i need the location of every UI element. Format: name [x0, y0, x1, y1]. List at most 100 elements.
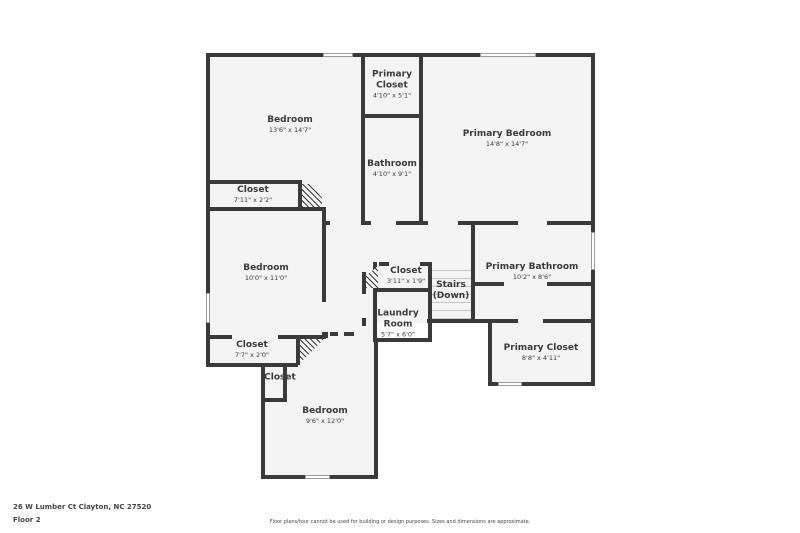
- wall: [206, 363, 298, 367]
- wall: [543, 319, 595, 323]
- wall: [206, 335, 232, 339]
- room-name: Closet: [236, 340, 268, 350]
- floor-fill-mid: [208, 223, 593, 323]
- window: [498, 382, 522, 386]
- room-name: Closet: [390, 266, 422, 276]
- room-dimensions: 10'2" x 8'6": [512, 273, 552, 281]
- room-dimensions: 4'10" x 9'1": [372, 170, 412, 178]
- stairs: [432, 263, 471, 319]
- wall: [547, 282, 595, 286]
- wall: [298, 180, 302, 210]
- room-dimensions: 4'10" x 5'1": [372, 91, 412, 100]
- wall: [261, 363, 265, 479]
- room-name: Bedroom: [302, 406, 348, 416]
- wall: [420, 262, 432, 266]
- room-dimensions: 14'8" x 14'7": [485, 140, 529, 148]
- wall: [591, 53, 595, 223]
- wall: [261, 398, 287, 402]
- wall: [344, 332, 354, 336]
- wall: [488, 382, 595, 386]
- wall: [396, 221, 428, 225]
- window: [323, 53, 353, 57]
- wall: [428, 262, 432, 342]
- wall: [361, 221, 371, 225]
- room-label-bedroom-1: Bedroom 13'6" x 14'7": [267, 115, 313, 135]
- room-dimensions: 13'6" x 14'7": [268, 126, 312, 134]
- room-dimensions: 5'7" x 6'0": [380, 330, 416, 339]
- wall: [322, 332, 328, 338]
- room-label-primary-closet-small: Primary Closet 4'10" x 5'1": [372, 70, 412, 101]
- room-dimensions: 9'6" x 12'0": [305, 417, 345, 425]
- room-name-line-1: Primary: [372, 69, 412, 80]
- room-label-primary-bedroom: Primary Bedroom 14'8" x 14'7": [463, 129, 552, 149]
- room-dimensions: 7'7" x 2'0": [234, 351, 270, 359]
- room-name: Primary Bathroom: [485, 262, 579, 272]
- room-dimensions: 10'0" x 11'0": [244, 274, 288, 282]
- wall: [296, 335, 300, 365]
- room-label-closet-laundry: Closet 3'11" x 1'9": [387, 266, 425, 286]
- room-label-stairs: Stairs (Down): [433, 280, 470, 302]
- wall: [206, 180, 300, 184]
- room-name-line-2: (Down): [432, 291, 470, 301]
- floor-fill-bedroom3: [263, 365, 376, 477]
- room-name: Closet: [264, 372, 296, 383]
- room-name: Bedroom: [243, 263, 289, 273]
- room-label-closet-1: Closet 7'11" x 2'2": [234, 185, 272, 205]
- wall: [374, 338, 378, 364]
- room-label-closet-2: Closet 7'7" x 2'0": [235, 340, 269, 360]
- wall: [206, 207, 326, 211]
- floor-fill-primary-closet: [490, 323, 593, 384]
- wall: [361, 114, 423, 118]
- room-name-line-1: Stairs: [436, 280, 466, 290]
- wall: [322, 207, 326, 302]
- wall: [362, 318, 366, 326]
- room-name: Closet: [237, 185, 269, 195]
- wall: [471, 221, 475, 323]
- room-name-line-2: Closet: [376, 80, 408, 91]
- window: [305, 475, 330, 479]
- wall: [488, 321, 492, 386]
- window: [591, 232, 595, 270]
- floor-fill-left-lower: [208, 323, 376, 365]
- room-label-primary-closet: Primary Closet 8'8" x 4'11": [504, 343, 579, 363]
- wall: [547, 221, 595, 225]
- wall: [373, 338, 432, 342]
- room-label-bathroom: Bathroom 4'10" x 9'1": [367, 159, 417, 179]
- wall: [373, 262, 377, 342]
- room-label-bedroom-3: Bedroom 9'6" x 12'0": [302, 406, 348, 426]
- room-label-laundry-room: Laundry Room 5'7" x 6'0": [377, 309, 418, 340]
- wall: [330, 332, 338, 336]
- room-label-closet-3: Closet: [264, 373, 296, 384]
- room-name-line-1: Laundry: [377, 308, 419, 319]
- wall: [471, 282, 504, 286]
- floor-fill-main: [208, 55, 593, 223]
- wall: [379, 262, 389, 266]
- window: [206, 293, 210, 323]
- room-name: Bedroom: [267, 115, 313, 125]
- wall: [428, 319, 475, 323]
- room-name-line-2: Room: [383, 319, 413, 330]
- wall: [278, 335, 326, 339]
- floor-label: Floor 2: [13, 516, 41, 524]
- room-label-primary-bathroom: Primary Bathroom 10'2" x 8'6": [486, 262, 579, 282]
- wall: [458, 221, 518, 225]
- wall: [419, 53, 423, 223]
- room-dimensions: 7'11" x 2'2": [233, 196, 273, 204]
- wall: [361, 53, 365, 223]
- wall: [591, 223, 595, 384]
- disclaimer: Floor plans/tour cannot be used for buil…: [269, 519, 531, 525]
- room-name: Primary Bedroom: [462, 129, 552, 139]
- room-dimensions: 8'8" x 4'11": [521, 354, 561, 362]
- wall: [362, 272, 366, 294]
- wall: [206, 53, 595, 57]
- room-name: Bathroom: [367, 159, 417, 169]
- wall: [373, 288, 432, 292]
- room-label-bedroom-2: Bedroom 10'0" x 11'0": [243, 263, 289, 283]
- room-name: Primary Closet: [503, 343, 579, 353]
- wall: [322, 221, 330, 225]
- wall: [283, 365, 287, 402]
- window: [480, 53, 536, 57]
- wall: [374, 360, 378, 479]
- room-dimensions: 3'11" x 1'9": [386, 277, 426, 285]
